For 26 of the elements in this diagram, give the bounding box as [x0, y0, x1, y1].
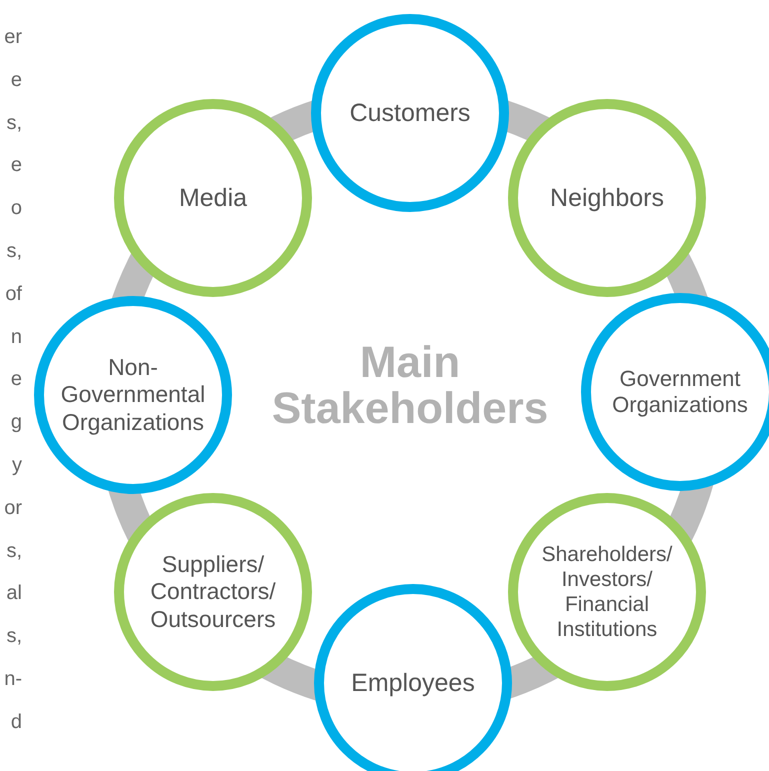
stakeholder-label: Neighbors [550, 183, 664, 213]
text-fragment: n [10, 326, 22, 349]
stakeholder-label: Employees [351, 668, 475, 698]
text-fragment: d [10, 710, 22, 734]
stakeholder-label: Shareholders/ Investors/ Financial Institutions [540, 542, 674, 642]
text-fragment: or [4, 496, 22, 520]
text-fragment: s, [6, 540, 22, 563]
text-fragment: g [10, 411, 22, 434]
text-fragment: er [4, 26, 22, 49]
text-fragment: al [6, 582, 22, 606]
text-fragment: s, [6, 625, 22, 648]
text-fragment: e [10, 68, 22, 92]
text-fragment: s, [6, 240, 22, 263]
text-fragment: e [10, 154, 22, 178]
text-fragment: o [10, 197, 22, 220]
stakeholder-label: Government Organizations [611, 366, 749, 418]
stakeholder-label: Suppliers/ Contractors/ Outsourcers [149, 550, 277, 634]
text-fragment: y [12, 454, 22, 477]
stakeholder-label: Customers [350, 98, 470, 128]
center-title: Main Stakeholders [270, 340, 550, 432]
text-fragment: e [10, 368, 22, 392]
text-fragment: of [5, 282, 22, 306]
text-fragment: n- [4, 668, 22, 691]
stakeholder-label: Media [178, 183, 248, 213]
text-fragment: s, [6, 112, 22, 135]
stakeholder-label: Non-Governmental Organizations [60, 354, 206, 436]
